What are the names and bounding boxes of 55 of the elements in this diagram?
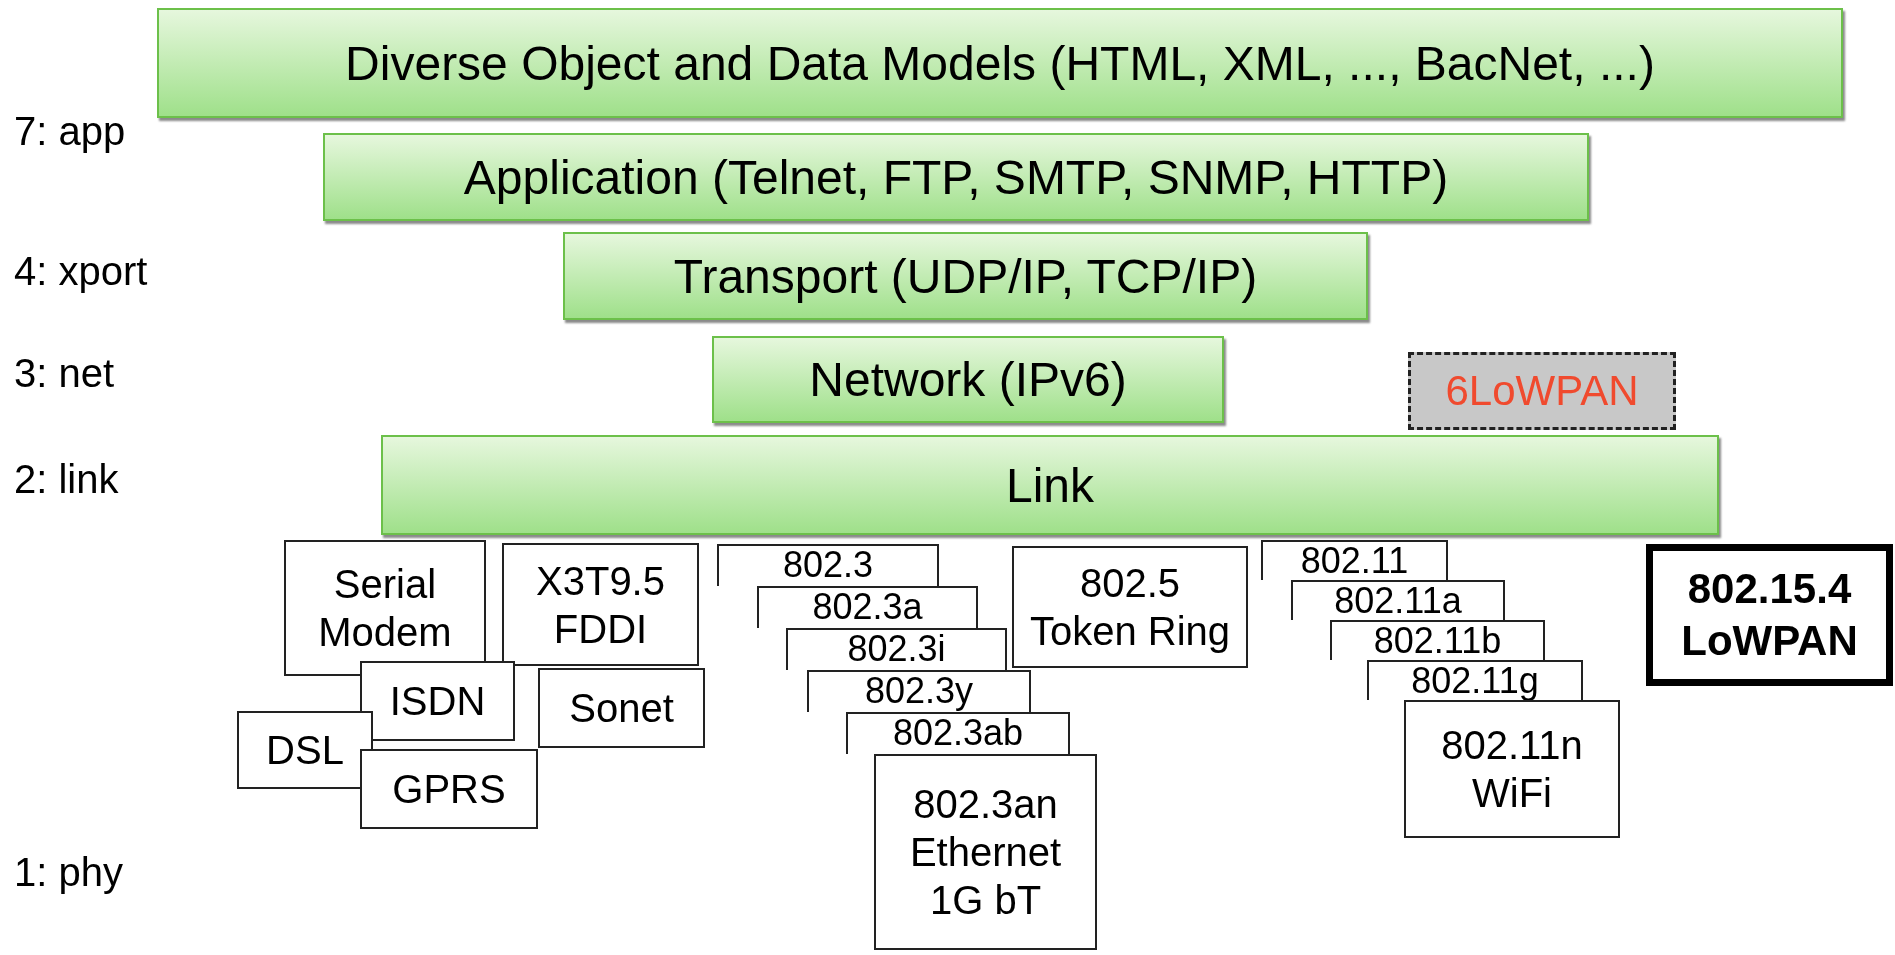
protocol-name: 802.11 bbox=[1300, 543, 1409, 579]
protocol-name: X3T9.5 FDDI bbox=[535, 557, 666, 653]
protocol-name: 802.3i bbox=[847, 631, 946, 667]
protocol-name: Serial Modem bbox=[317, 561, 453, 656]
protocol-box bbox=[502, 543, 699, 666]
protocol-name: Link bbox=[1005, 457, 1095, 513]
protocol-name: Application (Telnet, FTP, SMTP, SNMP, HTTP) bbox=[463, 149, 1449, 205]
protocol-box bbox=[237, 711, 373, 789]
protocol-name: ISDN bbox=[389, 678, 486, 725]
protocol-box bbox=[1291, 580, 1505, 620]
protocol-name: 802.3an Ethernet 1G bT bbox=[908, 781, 1063, 924]
protocol-box bbox=[717, 544, 939, 586]
protocol-name: 802.11a bbox=[1334, 583, 1462, 619]
protocol-box bbox=[874, 754, 1097, 950]
protocol-name: 802.3ab bbox=[892, 715, 1024, 751]
layer-label: 3: net bbox=[14, 351, 115, 396]
protocol-box bbox=[284, 540, 486, 676]
protocol-name: 802.11g bbox=[1411, 663, 1539, 699]
protocol-name: GPRS bbox=[392, 766, 506, 813]
layer-band bbox=[323, 133, 1589, 221]
protocol-box bbox=[1330, 620, 1545, 660]
protocol-name: DSL bbox=[266, 727, 344, 774]
layer-label: 4: xport bbox=[14, 249, 148, 294]
protocol-box bbox=[360, 661, 515, 741]
protocol-name: 802.3 bbox=[782, 547, 874, 583]
layer-band bbox=[381, 435, 1719, 535]
protocol-name: 802.11b bbox=[1373, 623, 1502, 659]
layer-band bbox=[712, 336, 1224, 423]
protocol-box bbox=[786, 628, 1007, 670]
protocol-name: 802.5 Token Ring bbox=[1028, 560, 1232, 655]
layer-label: 1: phy bbox=[14, 850, 123, 895]
protocol-name: Transport (UDP/IP, TCP/IP) bbox=[673, 248, 1258, 304]
protocol-box bbox=[846, 712, 1070, 754]
protocol-box bbox=[1012, 546, 1248, 668]
protocol-box bbox=[360, 749, 538, 829]
protocol-name: 802.3a bbox=[812, 589, 923, 625]
protocol-name: Network (IPv6) bbox=[809, 352, 1127, 407]
layer-band bbox=[157, 8, 1843, 118]
protocol-box bbox=[1404, 700, 1620, 838]
protocol-box bbox=[757, 586, 978, 628]
layer-band bbox=[563, 232, 1368, 320]
protocol-name: 802.3y bbox=[864, 673, 974, 709]
protocol-name: Sonet bbox=[569, 685, 674, 732]
adaptation-layer-box bbox=[1408, 352, 1676, 430]
protocol-name: Diverse Object and Data Models (HTML, XML, ..., BacNet, ...) bbox=[345, 35, 1655, 91]
layer-label: 2: link bbox=[14, 457, 119, 502]
protocol-box bbox=[1646, 544, 1893, 686]
protocol-name: 802.15.4 LoWPAN bbox=[1680, 564, 1859, 666]
protocol-box bbox=[538, 668, 705, 748]
protocol-name: 6LoWPAN bbox=[1445, 367, 1639, 415]
protocol-box bbox=[807, 670, 1031, 712]
protocol-box bbox=[1261, 540, 1448, 580]
protocol-box bbox=[1367, 660, 1583, 700]
layer-label: 7: app bbox=[14, 109, 126, 154]
protocol-name: 802.11n WiFi bbox=[1440, 722, 1584, 817]
